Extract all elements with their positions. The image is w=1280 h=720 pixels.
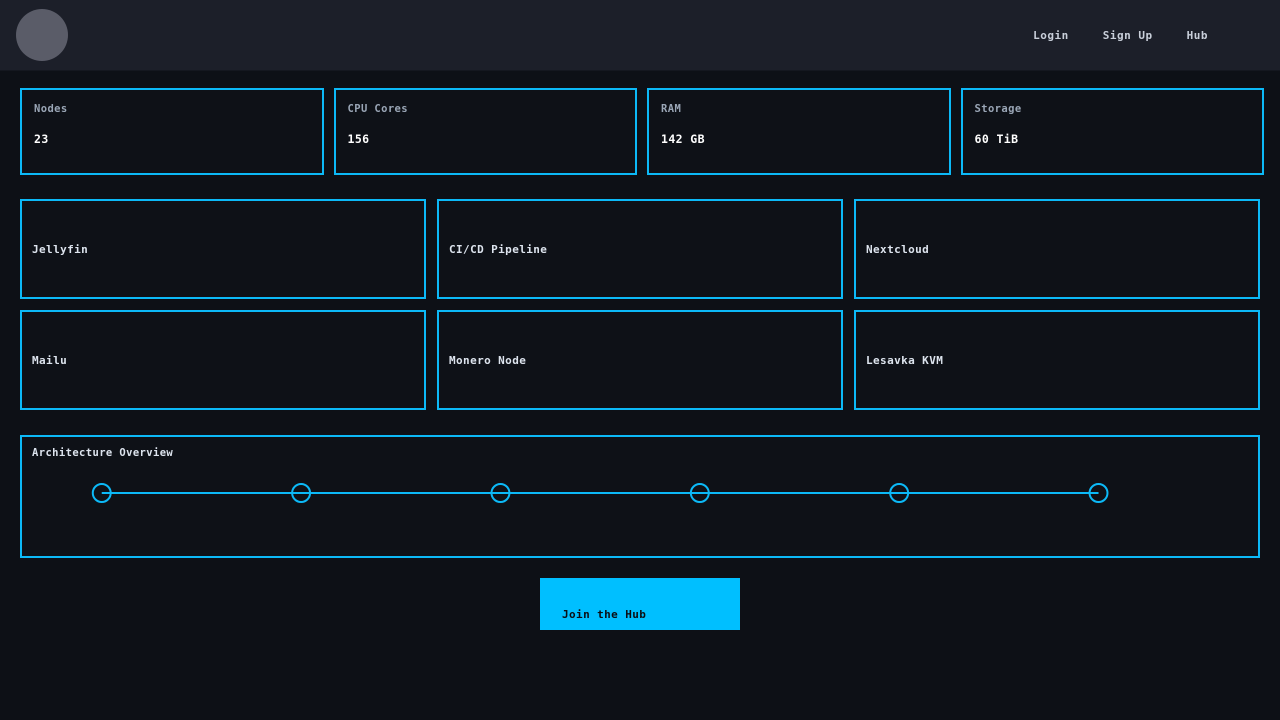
stat-label: Nodes bbox=[34, 103, 68, 115]
stats-row: Nodes 23 CPU Cores 156 RAM 142 GB Storag… bbox=[0, 71, 1280, 175]
service-card-mailu[interactable]: Mailu bbox=[20, 310, 426, 410]
stat-value: 60 TiB bbox=[974, 132, 1019, 146]
architecture-node-4[interactable] bbox=[689, 483, 710, 503]
nav-link-signup[interactable]: Sign Up bbox=[1102, 28, 1153, 42]
stat-value: 142 GB bbox=[661, 132, 705, 146]
nav-link-hub[interactable]: Hub bbox=[1186, 28, 1208, 42]
cta-wrapper: Join the Hub bbox=[0, 578, 1280, 630]
architecture-node-5[interactable] bbox=[889, 483, 910, 503]
stat-card-cpu-cores[interactable]: CPU Cores 156 bbox=[333, 88, 637, 175]
architecture-overview-panel: Architecture Overview bbox=[20, 435, 1260, 558]
main-nav: Login Sign Up Hub bbox=[1033, 29, 1264, 42]
service-name: Monero Node bbox=[449, 353, 527, 367]
stat-label: RAM bbox=[661, 103, 682, 115]
user-avatar[interactable] bbox=[16, 9, 68, 61]
stat-card-ram[interactable]: RAM 142 GB bbox=[647, 88, 951, 175]
architecture-node-3[interactable] bbox=[490, 483, 511, 503]
nav-link-login[interactable]: Login bbox=[1033, 28, 1069, 42]
architecture-node-6[interactable] bbox=[1088, 483, 1109, 503]
stat-value: 156 bbox=[347, 132, 370, 146]
service-card-lesavka-kvm[interactable]: Lesavka KVM bbox=[854, 310, 1260, 410]
service-card-jellyfin[interactable]: Jellyfin bbox=[20, 199, 426, 299]
stat-label: Storage bbox=[974, 103, 1022, 115]
architecture-title: Architecture Overview bbox=[32, 447, 174, 459]
architecture-node-1[interactable] bbox=[91, 483, 112, 503]
architecture-node-2[interactable] bbox=[291, 483, 312, 503]
service-card-monero-node[interactable]: Monero Node bbox=[437, 310, 843, 410]
service-name: Lesavka KVM bbox=[866, 353, 944, 367]
architecture-diagram bbox=[91, 483, 1109, 503]
site-header: Login Sign Up Hub bbox=[0, 0, 1280, 71]
service-name: Jellyfin bbox=[32, 242, 89, 256]
stat-card-nodes[interactable]: Nodes 23 bbox=[20, 88, 324, 175]
service-name: CI/CD Pipeline bbox=[449, 242, 548, 256]
service-card-nextcloud[interactable]: Nextcloud bbox=[854, 199, 1260, 299]
service-name: Mailu bbox=[32, 353, 68, 367]
join-the-hub-button[interactable]: Join the Hub bbox=[540, 578, 740, 630]
service-name: Nextcloud bbox=[866, 242, 930, 256]
service-card-cicd-pipeline[interactable]: CI/CD Pipeline bbox=[437, 199, 843, 299]
services-grid: Jellyfin CI/CD Pipeline Nextcloud Mailu … bbox=[0, 175, 1280, 410]
stat-card-storage[interactable]: Storage 60 TiB bbox=[960, 88, 1264, 175]
stat-value: 23 bbox=[34, 132, 49, 146]
stat-label: CPU Cores bbox=[347, 103, 408, 115]
